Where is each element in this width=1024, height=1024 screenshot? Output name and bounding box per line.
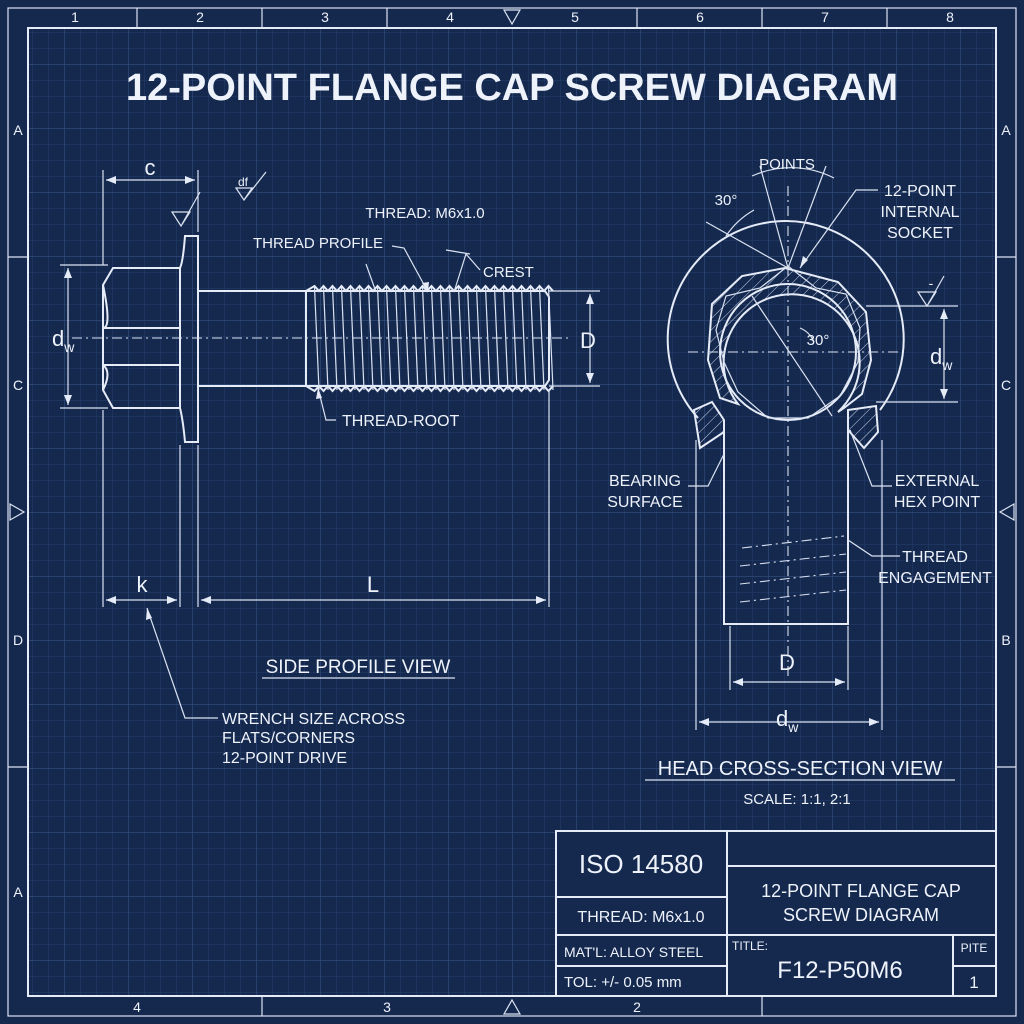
zone-top-3: 3 — [321, 9, 329, 25]
outer-border — [7, 7, 1017, 1017]
zone-bottom-3: 3 — [383, 999, 391, 1015]
zone-top-4: 4 — [446, 9, 454, 25]
zone-left-c: C — [13, 377, 23, 393]
socket-label-line1: 12-POINT — [884, 183, 956, 200]
title-block — [555, 830, 997, 997]
zone-right-a: A — [1001, 122, 1011, 138]
zone-bottom-4: 4 — [133, 999, 141, 1015]
dim-dw-side-label: dw — [52, 326, 75, 355]
twelve-point-socket — [715, 265, 861, 419]
section-scale-label: SCALE: 1:1, 2:1 — [743, 791, 851, 808]
part-number: F12-P50M6 — [777, 957, 902, 984]
border-zone-labels: 1 2 3 4 5 6 7 8 4 3 2 A C D A A C B — [13, 9, 1011, 1015]
zone-left-a2: A — [13, 884, 23, 900]
dim-k-label: k — [137, 572, 149, 597]
bearing-label-line1: BEARING — [609, 473, 681, 490]
tick-mark: - — [929, 275, 934, 291]
thread-crests-top — [305, 284, 554, 293]
centering-arrows — [9, 9, 1015, 1015]
hatched-socket-ring — [706, 266, 873, 413]
tolerance-label: TOL: +/- 0.05 mm — [564, 974, 682, 991]
title-field-label: TITLE: — [732, 939, 768, 953]
zone-top-5: 5 — [571, 9, 579, 25]
zone-top-6: 6 — [696, 9, 704, 25]
zone-left-d: D — [13, 632, 23, 648]
dim-dw-bottom-label: dw — [776, 706, 799, 735]
standard-label: ISO 14580 — [579, 849, 703, 879]
dim-c-label: c — [145, 155, 156, 180]
engagement-label-line2: ENGAGEMENT — [878, 570, 992, 587]
thread-profile-label: THREAD PROFILE — [253, 235, 383, 252]
thread-spec-block: THREAD: M6x1.0 — [577, 909, 704, 926]
sheet-number: 1 — [969, 973, 978, 992]
points-label: POINTS — [759, 156, 815, 173]
hex-point-label-line1: EXTERNAL — [895, 473, 980, 490]
section-view-label: HEAD CROSS-SECTION VIEW — [658, 758, 943, 780]
drawing-title-line1: 12-POINT FLANGE CAP — [761, 881, 961, 901]
thread-crests-bottom — [305, 384, 554, 393]
hex-point-label-line2: HEX POINT — [894, 494, 980, 511]
angle-inner-label: 30° — [807, 332, 830, 349]
dim-D-section-label: D — [779, 650, 795, 675]
wrench-note-line3: 12-POINT DRIVE — [222, 750, 347, 767]
border-ticks — [8, 8, 1016, 1016]
zone-top-8: 8 — [946, 9, 954, 25]
side-profile-drawing — [60, 170, 600, 719]
flange — [179, 235, 199, 443]
zone-top-7: 7 — [821, 9, 829, 25]
threaded-section — [306, 290, 550, 387]
socket-label-line3: SOCKET — [887, 225, 953, 242]
crest-label: CREST — [483, 264, 534, 281]
zone-right-b: B — [1001, 632, 1010, 648]
wrench-note-line1: WRENCH SIZE ACROSS — [222, 711, 405, 728]
diagram-title: 12-POINT FLANGE CAP SCREW DIAGRAM — [126, 67, 898, 109]
bearing-label-line2: SURFACE — [607, 494, 683, 511]
zone-top-2: 2 — [196, 9, 204, 25]
wrench-note-line2: FLATS/CORNERS — [222, 730, 355, 747]
outer-flange-outline — [666, 220, 905, 419]
thread-spec-label: THREAD: M6x1.0 — [365, 205, 484, 222]
zone-bottom-2: 2 — [633, 999, 641, 1015]
side-view-label: SIDE PROFILE VIEW — [266, 657, 451, 678]
dim-D-side-label: D — [580, 328, 596, 353]
section-shank — [723, 420, 849, 625]
dim-L-label: L — [367, 572, 379, 597]
zone-right-c: C — [1001, 377, 1011, 393]
zone-top-1: 1 — [71, 9, 79, 25]
dim-dw-section-label: dw — [930, 344, 953, 373]
drawing-title-line2: SCREW DIAGRAM — [783, 905, 939, 925]
sheet-field-label: PITE — [961, 941, 988, 955]
cross-section-drawing — [645, 165, 958, 781]
socket-label-line2: INTERNAL — [880, 204, 959, 221]
zone-left-a: A — [13, 122, 23, 138]
engagement-label-line1: THREAD — [902, 549, 968, 566]
inner-border — [27, 27, 997, 997]
angle-top-label: 30° — [715, 192, 738, 209]
thread-root-label: THREAD-ROOT — [342, 413, 460, 430]
dim-df-label: df — [238, 175, 249, 189]
material-label: MAT'L: ALLOY STEEL — [564, 944, 703, 960]
